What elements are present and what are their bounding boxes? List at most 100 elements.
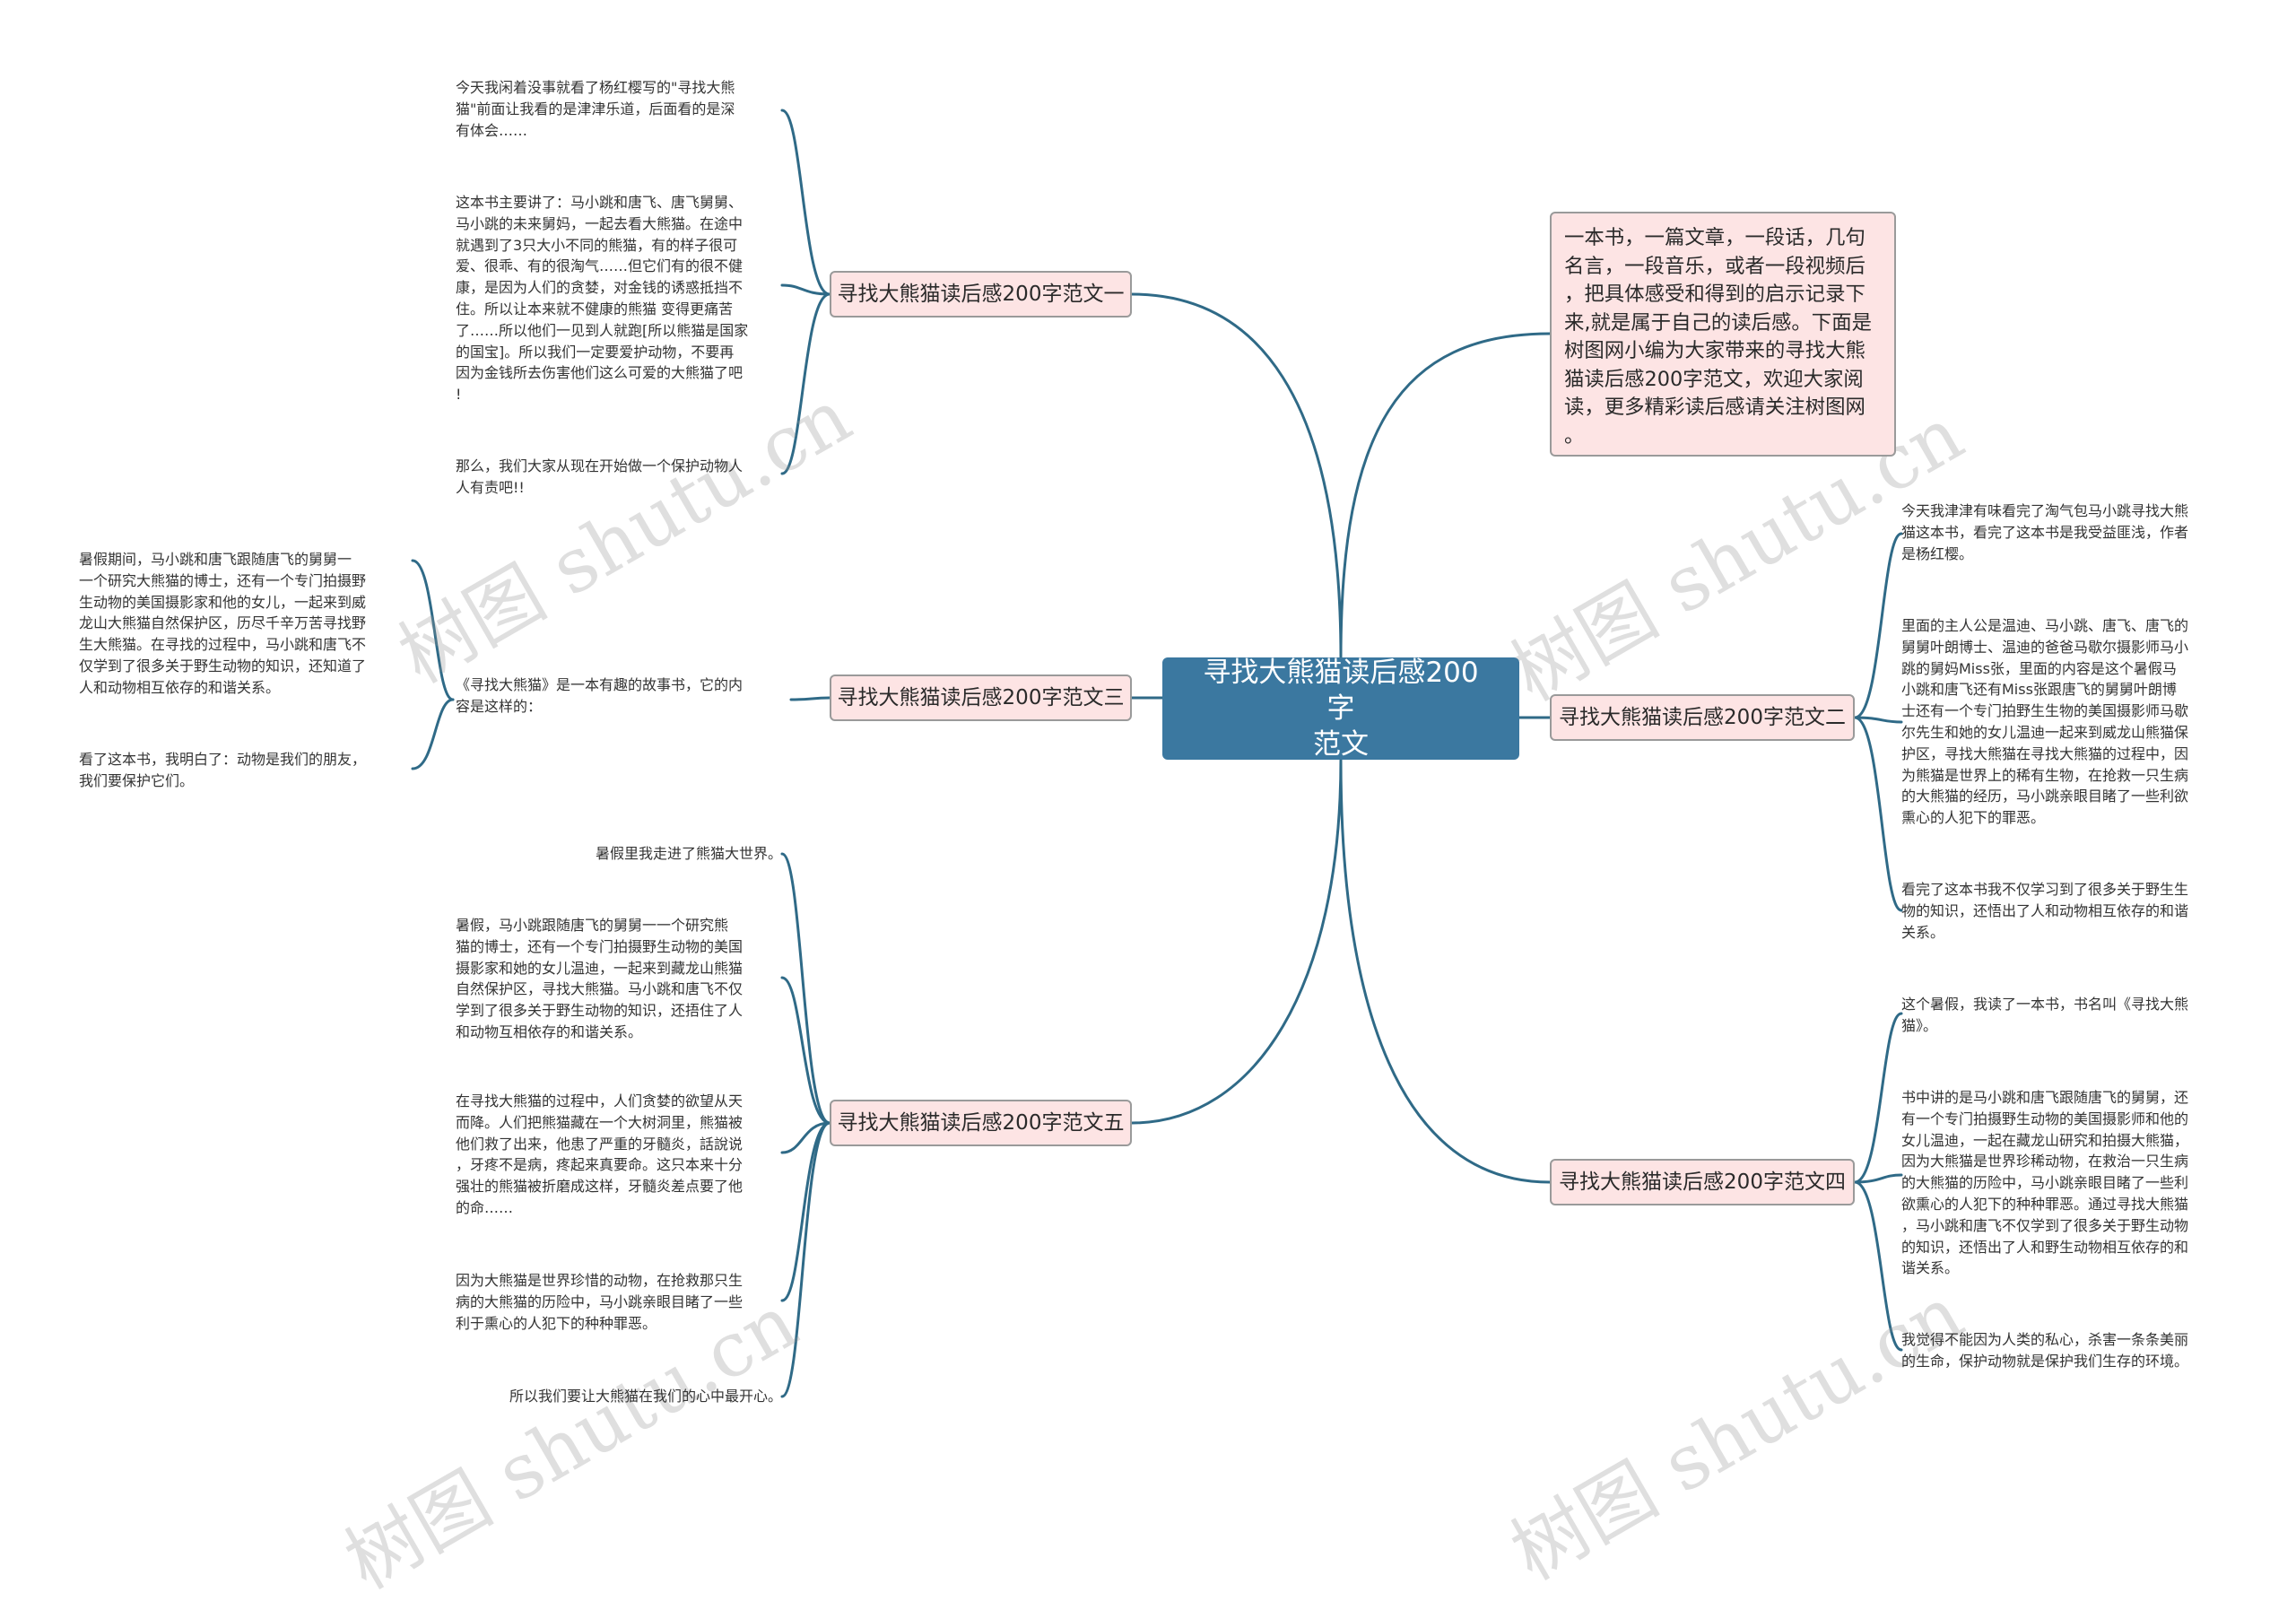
link-b3-2 [411, 698, 455, 770]
leaf-note-line: 了……所以他们一见到人就跑[所以熊猫是国家 [456, 321, 749, 339]
branch-topic-5[interactable]: 寻找大熊猫读后感200字范文五 [830, 1100, 1132, 1146]
leaf-note-line: 就遇到了3只大小不同的熊猫，有的样子很可 [456, 236, 738, 254]
leaf-note-line: 仅学到了很多关于野生动物的知识，还知道了 [79, 657, 367, 674]
leaf-note-line: 小跳和唐飞还有Miss张跟唐飞的舅舅叶朗博 [1901, 681, 2177, 699]
central-topic-line: 范文 [1313, 728, 1369, 761]
leaf-note-line: 书中讲的是马小跳和唐飞跟随唐飞的舅舅，还 [1901, 1089, 2189, 1106]
leaf-note-line: 自然保护区，寻找大熊猫。马小跳和唐飞不仅 [456, 980, 744, 998]
link-b2-2 [1853, 716, 1903, 724]
link-center-b4 [1339, 758, 1552, 1184]
intro-line: 一本书，一篇文章，一段话，几句 [1564, 226, 1866, 249]
leaf-note[interactable]: 所以我们要让大熊猫在我们的心中最开心。 [509, 1386, 782, 1407]
leaf-note[interactable]: 暑假里我走进了熊猫大世界。 [596, 843, 782, 865]
leaf-note-line: 今天我闲着没事就看了杨红樱写的"寻找大熊 [456, 79, 735, 96]
link-b4-1 [1853, 1012, 1903, 1184]
link-b5-1 [780, 852, 831, 1125]
connector-lines [411, 109, 1903, 1398]
branch-topic-2[interactable]: 寻找大熊猫读后感200字范文二 [1550, 694, 1855, 741]
leaf-note[interactable]: 《寻找大熊猫》是一本有趣的故事书，它的内容是这样的： [456, 674, 743, 718]
leaf-note-line: 暑假期间，马小跳和唐飞跟随唐飞的舅舅一 [79, 551, 352, 568]
intro-line: 树图网小编为大家带来的寻找大熊 [1564, 339, 1866, 362]
intro-line: 猫读后感200字范文，欢迎大家阅 [1564, 367, 1864, 391]
leaf-note-line: 跳的舅妈Miss张，里面的内容是这个暑假马 [1901, 659, 2177, 677]
leaf-note-line: 我们要保护它们。 [79, 771, 195, 789]
leaf-note-line: 人和动物相互依存的和谐关系。 [79, 678, 281, 696]
leaf-note-line: 猫这本书，看完了这本书是我受益匪浅，作者 [1901, 523, 2189, 541]
leaf-note-line: ，牙疼不是病，疼起来真要命。这只本来十分 [456, 1156, 744, 1174]
leaf-note-line: 关系。 [1901, 923, 1945, 941]
leaf-note[interactable]: 看了这本书，我明白了：动物是我们的朋友， 我们要保护它们。 [79, 749, 366, 792]
leaf-note-line: 容是这样的： [456, 697, 543, 715]
link-center-b1 [1130, 292, 1343, 659]
leaf-note-line: 谐关系。 [1901, 1259, 1960, 1277]
leaf-note-line: 一个研究大熊猫的博士，还有一个专门拍摄野 [79, 571, 367, 589]
leaf-note[interactable]: 那么，我们大家从现在开始做一个保护动物人人有责吧!! [456, 456, 743, 499]
intro-line: 来,就是属于自己的读后感。下面是 [1564, 310, 1872, 335]
leaf-note[interactable]: 里面的主人公是温迪、马小跳、唐飞、唐飞的舅舅叶朗博士、温迪的爸爸马歇尔摄影师马小… [1901, 615, 2188, 829]
leaf-note[interactable]: 书中讲的是马小跳和唐飞跟随唐飞的舅舅，还有一个专门拍摄野生动物的美国摄影师和他的… [1901, 1087, 2188, 1279]
leaf-note-line: ，马小跳和唐飞不仅学到了很多关于野生动物 [1901, 1216, 2189, 1234]
leaf-note-line: 士还有一个专门拍野生生物的美国摄影师马歇 [1901, 702, 2189, 720]
central-topic[interactable]: 寻找大熊猫读后感200字 范文 [1162, 657, 1519, 761]
leaf-note[interactable]: 因为大熊猫是世界珍惜的动物，在抢救那只生病的大熊猫的历险中，马小跳亲眼目睹了一些… [456, 1270, 743, 1334]
leaf-note[interactable]: 我觉得不能因为人类的私心，杀害一条条美丽的生命，保护动物就是保护我们生存的环境。 [1901, 1329, 2188, 1372]
leaf-note-line: 因为大熊猫是世界珍惜的动物，在抢救那只生 [456, 1272, 744, 1289]
leaf-note-line: 舅舅叶朗博士、温迪的爸爸马歇尔摄影师马小 [1901, 638, 2189, 656]
leaf-note-line: 女儿温迪，一起在藏龙山研究和拍摄大熊猫， [1901, 1131, 2189, 1149]
leaf-note[interactable]: 这本书主要讲了：马小跳和唐飞、唐飞舅舅、马小跳的未来舅妈，一起去看大熊猫。在途中… [456, 192, 748, 405]
leaf-note-line: 利于熏心的人犯下的种种罪恶。 [456, 1314, 657, 1332]
link-b5-4 [780, 1121, 831, 1302]
leaf-note-line: 里面的主人公是温迪、马小跳、唐飞、唐飞的 [1901, 617, 2189, 634]
leaf-note-line: 生动物的美国摄影家和他的女儿，一起来到威 [79, 593, 367, 611]
link-b2-1 [1853, 532, 1903, 719]
leaf-note-line: 在寻找大熊猫的过程中，人们贪婪的欲望从天 [456, 1092, 744, 1110]
leaf-note-line: 马小跳的未来舅妈，一起去看大熊猫。在途中 [456, 214, 744, 232]
link-b4-3 [1853, 1180, 1903, 1352]
leaf-note-line: 今天我津津有味看完了淘气包马小跳寻找大熊 [1901, 502, 2189, 519]
leaf-note-line: 暑假，马小跳跟随唐飞的舅舅一一个研究熊 [456, 917, 729, 934]
leaf-note-line: 因为大熊猫是世界珍稀动物，在救治一只生病 [1901, 1153, 2189, 1171]
leaf-note-line: 这本书主要讲了：马小跳和唐飞、唐飞舅舅、 [456, 194, 744, 211]
leaf-note-line: 他们救了出来，他患了严重的牙髓炎，話說说 [456, 1135, 744, 1153]
intro-topic[interactable]: 一本书，一篇文章，一段话，几句 名言，一段音乐，或者一段视频后 ，把具体感受和得… [1550, 212, 1896, 457]
leaf-note-line: 的生命，保护动物就是保护我们生存的环境。 [1901, 1352, 2189, 1370]
branch-topic-1[interactable]: 寻找大熊猫读后感200字范文一 [830, 271, 1132, 318]
leaf-note-line: 的大熊猫的经历，马小跳亲眼目睹了一些利欲 [1901, 788, 2189, 805]
leaf-note[interactable]: 在寻找大熊猫的过程中，人们贪婪的欲望从天而降。人们把熊猫藏在一个大树洞里，熊猫被… [456, 1091, 743, 1219]
intro-line: 名言，一段音乐，或者一段视频后 [1564, 254, 1866, 278]
leaf-note-line: 的知识，还悟出了人和野生动物相互依存的和 [1901, 1238, 2189, 1256]
link-b1-2 [780, 283, 831, 296]
link-center-b5 [1130, 758, 1343, 1125]
link-b3-1 [789, 696, 831, 701]
leaf-note-line: 所以我们要让大熊猫在我们的心中最开心。 [509, 1388, 782, 1405]
leaf-note-line: 有一个专门拍摄野生动物的美国摄影师和他的 [1901, 1110, 2189, 1127]
branch-topic-3[interactable]: 寻找大熊猫读后感200字范文三 [830, 674, 1132, 721]
leaf-note-line: 那么，我们大家从现在开始做一个保护动物人 [456, 457, 744, 474]
leaf-note-line: 护区，寻找大熊猫在寻找大熊猫的过程中，因 [1901, 744, 2189, 762]
leaf-note-line: 欲熏心的人犯下的种种罪恶。通过寻找大熊猫 [1901, 1195, 2189, 1213]
leaf-note[interactable]: 看完了这本书我不仅学习到了很多关于野生生物的知识，还悟出了人和动物相互依存的和谐… [1901, 879, 2188, 943]
leaf-note[interactable]: 暑假期间，马小跳和唐飞跟随唐飞的舅舅一一个研究大熊猫的博士，还有一个专门拍摄野生… [79, 549, 366, 699]
leaf-note-line: ! [456, 386, 462, 404]
leaf-note[interactable]: 今天我闲着没事就看了杨红樱写的"寻找大熊猫"前面让我看的是津津乐道，后面看的是深… [456, 77, 735, 141]
leaf-note[interactable]: 这个暑假，我读了一本书，书名叫《寻找大熊猫》。 [1901, 994, 2188, 1037]
leaf-note-line: 尔先生和她的女儿温迪一起来到威龙山熊猫保 [1901, 723, 2189, 741]
leaf-note-line: 而降。人们把熊猫藏在一个大树洞里，熊猫被 [456, 1113, 744, 1131]
leaf-note-line: 有体会…… [456, 121, 528, 139]
leaf-note-line: 爱、很乖、有的很淘气……但它们有的很不健 [456, 257, 744, 275]
leaf-note-line: 学到了很多关于野生动物的知识，还捂住了人 [456, 1002, 744, 1020]
leaf-note-line: 生大熊猫。在寻找的过程中，马小跳和唐飞不 [79, 636, 367, 654]
leaf-note-line: 病的大熊猫的历险中，马小跳亲眼目睹了一些 [456, 1292, 744, 1310]
link-b1-1 [780, 109, 831, 296]
leaf-note-line: 猫的博士，还有一个专门拍摄野生动物的美国 [456, 937, 744, 955]
leaf-note-line: 强壮的熊猫被折磨成这样，牙髓炎差点要了他 [456, 1178, 744, 1196]
leaf-note-line: 人有责吧!! [456, 478, 525, 496]
branch-topic-4[interactable]: 寻找大熊猫读后感200字范文四 [1550, 1159, 1855, 1205]
leaf-note-line: 这个暑假，我读了一本书，书名叫《寻找大熊 [1901, 996, 2189, 1013]
leaf-note[interactable]: 暑假，马小跳跟随唐飞的舅舅一一个研究熊猫的博士，还有一个专门拍摄野生动物的美国摄… [456, 915, 743, 1043]
leaf-note-line: 《寻找大熊猫》是一本有趣的故事书，它的内 [456, 676, 744, 693]
leaf-note-line: 的命…… [456, 1198, 514, 1216]
leaf-note-line: 住。所以让本来就不健康的熊猫 变得更痛苦 [456, 300, 734, 318]
leaf-note-line: 看了这本书，我明白了：动物是我们的朋友， [79, 751, 367, 768]
leaf-note[interactable]: 今天我津津有味看完了淘气包马小跳寻找大熊猫这本书，看完了这本书是我受益匪浅，作者… [1901, 500, 2188, 564]
